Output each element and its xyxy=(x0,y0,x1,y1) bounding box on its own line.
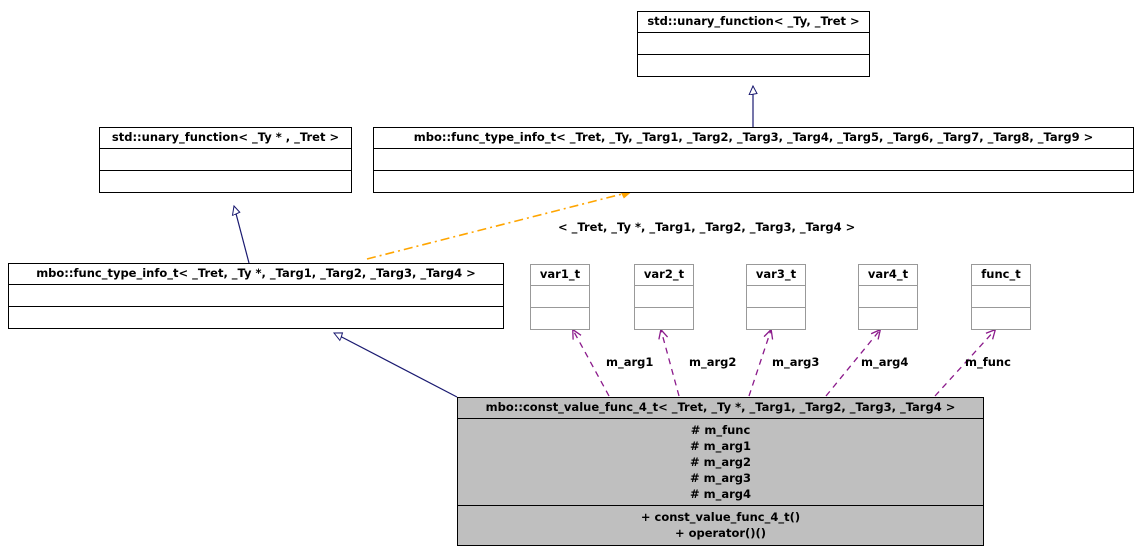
class-node-std-unary-function-ptr[interactable]: std::unary_function< _Ty * , _Tret > xyxy=(99,127,352,193)
class-node-operations xyxy=(531,308,589,329)
class-node-title: std::unary_function< _Ty * , _Tret > xyxy=(100,128,351,149)
class-node-operations xyxy=(9,307,503,328)
class-node-var2-t[interactable]: var2_t xyxy=(634,264,694,330)
class-node-std-unary-function[interactable]: std::unary_function< _Ty, _Tret > xyxy=(637,11,870,77)
class-node-operations: + const_value_func_4_t() + operator()() xyxy=(458,506,983,545)
class-node-attributes xyxy=(531,286,589,308)
class-node-operations xyxy=(374,171,1133,192)
class-node-title: mbo::func_type_info_t< _Tret, _Ty *, _Ta… xyxy=(9,264,503,285)
class-attribute-row: # m_arg3 xyxy=(689,471,752,485)
class-node-operations xyxy=(859,308,917,329)
edge-usage-m_arg2 xyxy=(658,328,680,397)
class-node-var1-t[interactable]: var1_t xyxy=(530,264,590,330)
class-node-var4-t[interactable]: var4_t xyxy=(858,264,918,330)
class-node-attributes xyxy=(638,33,869,55)
class-node-title: std::unary_function< _Ty, _Tret > xyxy=(638,12,869,33)
class-node-title: mbo::func_type_info_t< _Tret, _Ty, _Targ… xyxy=(374,128,1133,149)
class-operation-row: + operator()() xyxy=(674,526,767,540)
edge-label-m-arg3: m_arg3 xyxy=(772,355,820,369)
class-node-operations xyxy=(638,55,869,76)
class-node-attributes xyxy=(100,149,351,171)
class-attribute-row: # m_func xyxy=(690,423,751,437)
class-attribute-row: # m_arg1 xyxy=(689,439,752,453)
class-node-title: mbo::const_value_func_4_t< _Tret, _Ty *,… xyxy=(458,398,983,419)
edge-inherit-constvaluefunc4-to-functypeinfo4 xyxy=(334,333,458,398)
class-node-operations xyxy=(100,171,351,192)
class-node-attributes xyxy=(374,149,1133,171)
edge-usage-m_arg1 xyxy=(572,328,610,397)
class-node-title: var2_t xyxy=(635,265,693,286)
class-node-func-t[interactable]: func_t xyxy=(971,264,1031,330)
class-node-attributes xyxy=(972,286,1030,308)
class-node-title: func_t xyxy=(972,265,1030,286)
edge-label-m-arg2: m_arg2 xyxy=(689,355,737,369)
class-node-var3-t[interactable]: var3_t xyxy=(746,264,806,330)
class-node-operations xyxy=(972,308,1030,329)
class-attribute-row: # m_arg4 xyxy=(689,487,752,501)
class-node-attributes xyxy=(747,286,805,308)
class-node-mbo-func-type-info-t-4[interactable]: mbo::func_type_info_t< _Tret, _Ty *, _Ta… xyxy=(8,263,504,329)
class-node-operations xyxy=(635,308,693,329)
edge-inherit-functypeinfo4-to-unaryfunctionptr xyxy=(234,206,250,264)
class-node-attributes xyxy=(9,285,503,307)
class-node-mbo-func-type-info-t-9[interactable]: mbo::func_type_info_t< _Tret, _Ty, _Targ… xyxy=(373,127,1134,193)
class-attribute-row: # m_arg2 xyxy=(689,455,752,469)
edge-label-m-arg4: m_arg4 xyxy=(861,355,909,369)
class-node-operations xyxy=(747,308,805,329)
edge-label-m-arg1: m_arg1 xyxy=(606,355,654,369)
class-node-title: var3_t xyxy=(747,265,805,286)
edge-label-m-func: m_func xyxy=(965,355,1011,369)
edge-usage-m_arg3 xyxy=(748,328,774,397)
class-node-title: var1_t xyxy=(531,265,589,286)
edge-label-template-binding: < _Tret, _Ty *, _Targ1, _Targ2, _Targ3, … xyxy=(558,220,856,234)
class-node-attributes xyxy=(859,286,917,308)
class-node-title: var4_t xyxy=(859,265,917,286)
class-node-attributes: # m_func # m_arg1 # m_arg2 # m_arg3 # m_… xyxy=(458,419,983,506)
class-node-mbo-const-value-func-4-t[interactable]: mbo::const_value_func_4_t< _Tret, _Ty *,… xyxy=(457,397,984,546)
class-operation-row: + const_value_func_4_t() xyxy=(640,510,801,524)
class-node-attributes xyxy=(635,286,693,308)
